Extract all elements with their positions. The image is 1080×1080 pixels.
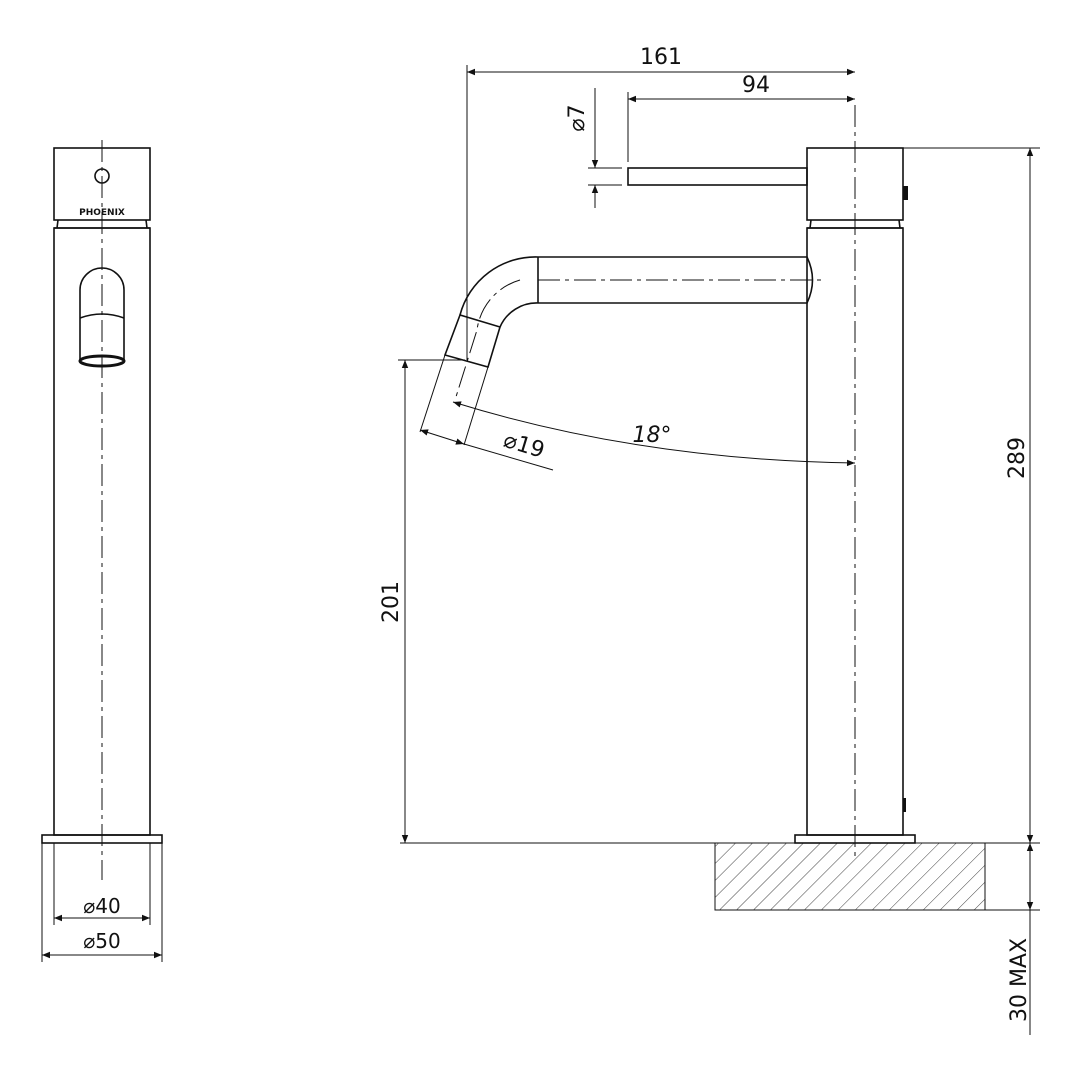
spout-straight bbox=[538, 256, 814, 304]
handle-pin bbox=[903, 186, 908, 200]
dim-161-label: 161 bbox=[640, 45, 682, 70]
dim-50-label: ⌀50 bbox=[83, 929, 121, 953]
spout-bend-inner bbox=[499, 302, 539, 328]
lever bbox=[627, 167, 808, 186]
bench-section bbox=[714, 842, 986, 911]
dim-289-label: 289 bbox=[1005, 437, 1030, 479]
front-view: 161 94 ⌀7 ⌀19 18° 201 289 30 MAX bbox=[379, 45, 1040, 1035]
spout-outlet bbox=[443, 314, 501, 368]
dim-30max-label: 30 MAX bbox=[1007, 938, 1032, 1022]
dim-18deg-label: 18° bbox=[633, 423, 672, 448]
dim-18deg-arc bbox=[452, 401, 856, 467]
dim-40-label: ⌀40 bbox=[83, 894, 121, 918]
dim-201-label: 201 bbox=[379, 581, 404, 623]
dim-19-line bbox=[419, 429, 465, 445]
dim-94-label: 94 bbox=[742, 73, 770, 98]
dim-7-label: ⌀7 bbox=[565, 104, 590, 131]
side-view: PHOENIX ⌀40 ⌀50 bbox=[41, 140, 163, 962]
dim-19-label: ⌀19 bbox=[501, 428, 548, 464]
spout-bend-outer bbox=[459, 256, 539, 316]
